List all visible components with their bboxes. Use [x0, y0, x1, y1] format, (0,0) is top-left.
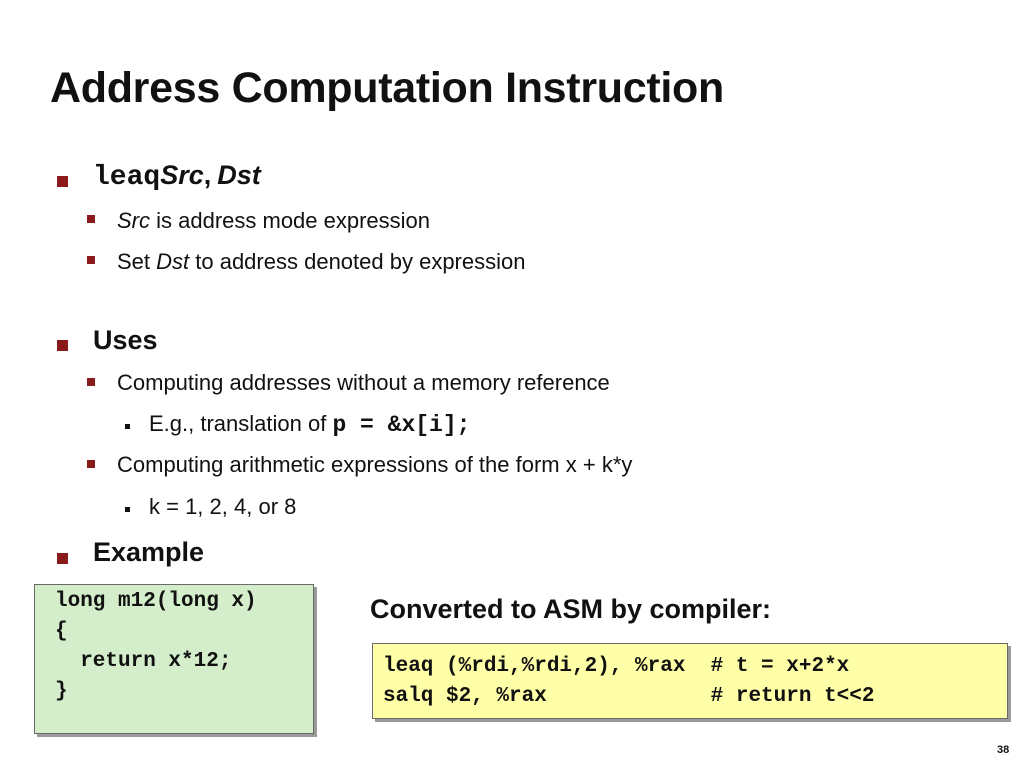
sub-bullet-marker [87, 256, 95, 264]
uses-k-values: k = 1, 2, 4, or 8 [149, 494, 297, 519]
example-heading: Example [93, 537, 205, 567]
bullet-marker [57, 176, 68, 187]
sub-bullet-src: Src is address mode expression [117, 208, 430, 234]
uses-heading: Uses [93, 325, 158, 355]
sub-sub-bullet-marker [125, 507, 130, 512]
instruction-code: leaq [93, 162, 161, 193]
bullet-marker [57, 553, 68, 564]
uses-translation-example: E.g., translation of p = &x[i]; [149, 411, 470, 438]
page-title: Address Computation Instruction [50, 64, 724, 112]
converted-label: Converted to ASM by compiler: [370, 594, 772, 624]
dst-term: Dst [156, 249, 190, 274]
operand-dst: Dst [217, 160, 261, 190]
sub-bullet-dst: Set Dst to address denoted by expression [117, 249, 525, 275]
bullet-marker [57, 340, 68, 351]
page-number: 38 [997, 744, 1010, 756]
bullet-leaq: leaqSrc,Dst [93, 160, 261, 193]
c-code: long m12(long x) { return x*12; } [55, 590, 257, 703]
sub-bullet-marker [87, 215, 95, 223]
sub-bullet-marker [87, 378, 95, 386]
translation-code: p = &x[i]; [332, 412, 471, 438]
asm-code-box: leaq (%rdi,%rdi,2), %rax # t = x+2*x sal… [372, 643, 1008, 719]
dst-prefix: Set [117, 249, 157, 274]
src-term: Src [117, 208, 150, 233]
uses-addresses: Computing addresses without a memory ref… [117, 370, 610, 395]
c-code-box: long m12(long x) { return x*12; } [34, 584, 314, 734]
asm-code: leaq (%rdi,%rdi,2), %rax # t = x+2*x sal… [383, 655, 875, 708]
operand-comma: , [203, 160, 212, 190]
translation-prefix: E.g., translation of [149, 411, 333, 436]
uses-arithmetic: Computing arithmetic expressions of the … [117, 452, 633, 477]
operand-src: Src [160, 160, 204, 190]
dst-description: to address denoted by expression [189, 249, 526, 274]
src-description: is address mode expression [150, 208, 431, 233]
sub-bullet-marker [87, 460, 95, 468]
sub-sub-bullet-marker [125, 424, 130, 429]
